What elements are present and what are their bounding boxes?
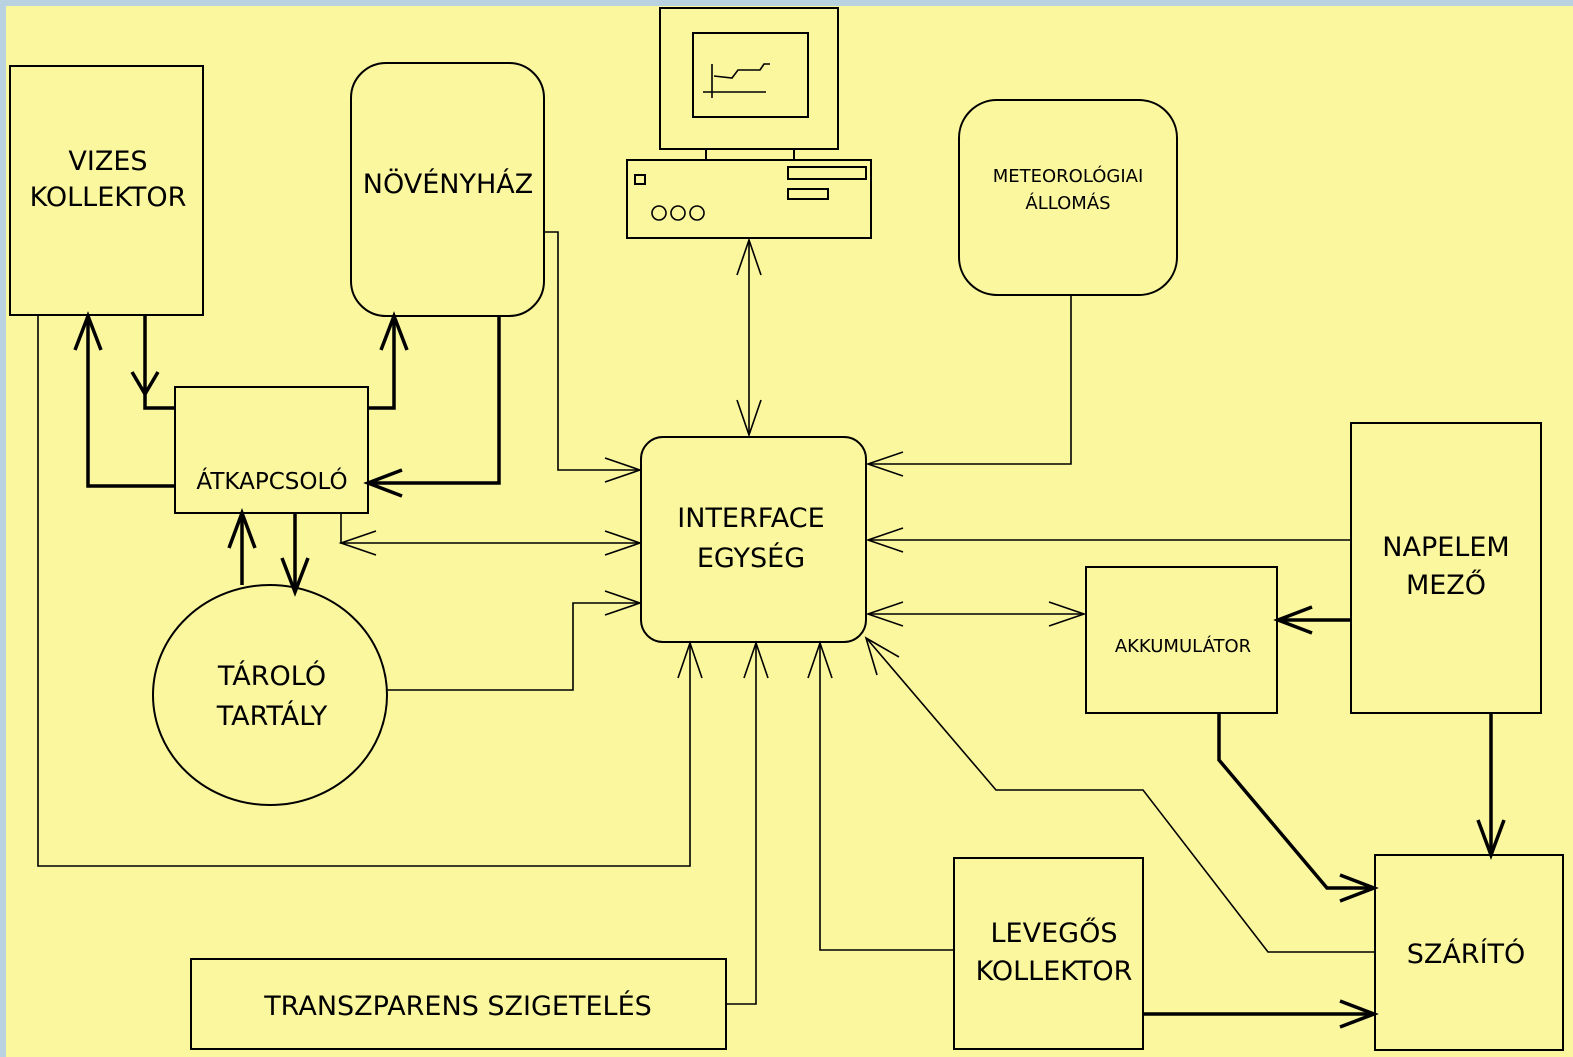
- greenhouse-to-switch-arrow: [363, 468, 403, 498]
- taroló-tartaly-label-1: TÁROLÓ: [217, 660, 326, 692]
- collector-signal-arrow: [677, 640, 703, 679]
- levegos-kollektor-label-2: KOLLEKTOR: [976, 956, 1133, 987]
- computer-signal-arrow-down: [736, 399, 762, 438]
- novenyhaz-label: NÖVÉNYHÁZ: [363, 168, 533, 200]
- levegos-kollektor-box: [953, 857, 1144, 1050]
- dryer-signal-arrow: [864, 636, 900, 676]
- taroló-tartaly-ellipse: [152, 584, 388, 806]
- aircollector-signal-arrow: [807, 640, 833, 679]
- battery-to-dryer-line: [1217, 713, 1373, 890]
- atkapcsolo-label: ÁTKAPCSOLÓ: [196, 467, 347, 495]
- monitor-stand: [705, 148, 795, 161]
- switch-signal-arrow-left: [338, 530, 377, 556]
- computer-signal-arrow-up: [736, 237, 762, 276]
- signal-connections: [37, 231, 1375, 1005]
- switch-to-collector-arrow: [73, 311, 103, 351]
- switch-signal-arrow-right: [604, 530, 643, 556]
- drive-bay-2: [787, 188, 829, 200]
- case-button-2: [670, 205, 686, 221]
- akkumulator-label: AKKUMULÁTOR: [1115, 635, 1251, 657]
- napelem-label-1: NAPELEM: [1382, 532, 1509, 563]
- vizes-kollektor-box: [9, 65, 204, 316]
- solar-signal-arrow: [865, 527, 904, 553]
- akkumulator-box: [1085, 566, 1278, 714]
- thick-connections: [73, 311, 1506, 1029]
- weather-signal-line: [868, 295, 1072, 465]
- greenhouse-to-switch-line: [370, 316, 501, 485]
- greenhouse-signal-arrow: [604, 457, 643, 483]
- transzparens-szigeteles-box: [190, 958, 727, 1050]
- monitor-graph: [703, 63, 770, 98]
- tank-signal-line: [387, 602, 639, 691]
- power-light: [634, 174, 646, 185]
- novenyhaz-box: [350, 62, 545, 317]
- meteorologiai-label-1: METEOROLÓGIAI: [993, 165, 1144, 187]
- switch-to-greenhouse-line: [368, 318, 396, 410]
- switch-to-collector-line: [86, 318, 175, 488]
- interface-egyseg-box: [640, 436, 867, 643]
- greenhouse-signal-line: [544, 231, 639, 471]
- weather-signal-arrow: [865, 451, 904, 477]
- drive-bay-1: [787, 166, 867, 180]
- battery-to-dryer-arrow: [1339, 873, 1379, 903]
- interface-label-1: INTERFACE: [677, 503, 824, 534]
- tank-signal-arrow: [604, 590, 643, 616]
- dryer-signal-line: [867, 639, 1375, 953]
- battery-signal-arrow-right: [1048, 601, 1087, 627]
- aircollector-to-dryer-arrow: [1339, 999, 1379, 1029]
- napelem-label-2: MEZŐ: [1406, 569, 1486, 601]
- taroló-tartaly-label-2: TARTÁLY: [216, 700, 328, 732]
- aircollector-signal-line: [819, 644, 954, 951]
- solar-to-battery-arrow: [1273, 605, 1313, 635]
- switch-to-tank-arrow: [280, 557, 310, 597]
- szarito-box: [1374, 854, 1564, 1051]
- meteorologiai-label-2: ÁLLOMÁS: [1025, 192, 1110, 214]
- collector-to-switch-arrow: [130, 371, 160, 398]
- atkapcsolo-box: [174, 386, 369, 514]
- vizes-kollektor-label-2: KOLLEKTOR: [30, 182, 187, 213]
- collector-to-switch-line: [143, 316, 175, 410]
- szarito-label: SZÁRÍTÓ: [1407, 938, 1526, 970]
- collector-signal-line: [37, 316, 691, 867]
- levegos-kollektor-label-1: LEVEGŐS: [991, 917, 1118, 949]
- solar-to-dryer-arrow: [1476, 819, 1506, 861]
- vizes-kollektor-label-1: VIZES: [68, 146, 147, 177]
- insulation-signal-arrow: [743, 640, 769, 679]
- battery-signal-arrow-left: [865, 601, 904, 627]
- insulation-signal-line: [726, 644, 757, 1005]
- transzparens-label: TRANSZPARENS SZIGETELÉS: [263, 990, 652, 1022]
- tank-to-switch-arrow: [227, 507, 257, 549]
- computer-icon: [626, 7, 872, 239]
- napelem-mezo-box: [1350, 422, 1542, 714]
- monitor-screen: [692, 32, 809, 118]
- case-button-1: [651, 205, 667, 221]
- case-button-3: [689, 205, 705, 221]
- interface-label-2: EGYSÉG: [697, 542, 805, 574]
- switch-signal-line: [340, 513, 639, 544]
- switch-to-greenhouse-arrow: [379, 311, 409, 351]
- meteorologiai-allomas-box: [958, 99, 1178, 296]
